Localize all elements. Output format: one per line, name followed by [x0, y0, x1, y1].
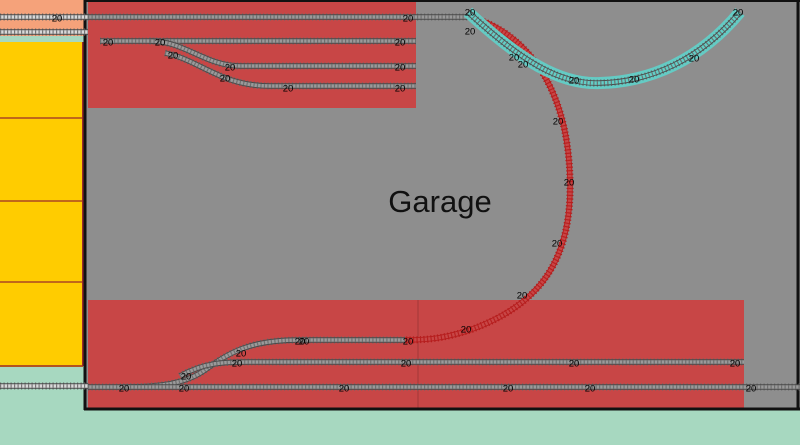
track-label: 20 — [283, 84, 294, 95]
track-label: 20 — [295, 337, 306, 348]
track-label: 20 — [181, 372, 192, 383]
table-bottom-right — [418, 300, 744, 408]
track-label: 20 — [179, 384, 190, 395]
track-label: 20 — [220, 74, 231, 85]
track-label: 20 — [569, 76, 580, 87]
track-label: 20 — [225, 63, 236, 74]
track-label: 20 — [103, 38, 114, 49]
yellow-blocks — [0, 42, 84, 367]
table-bottom-left — [88, 300, 418, 408]
track-label: 20 — [552, 239, 563, 250]
track-label: 20 — [629, 75, 640, 86]
track-label: 20 — [465, 27, 476, 38]
track-label: 20 — [730, 359, 741, 370]
track-label: 20 — [585, 384, 596, 395]
garage-walls — [83, 0, 800, 411]
track-label: 20 — [553, 117, 564, 128]
track-label: 20 — [746, 384, 757, 395]
track-turnout-arc — [463, 7, 745, 90]
track-label: 20 — [339, 384, 350, 395]
track-label: 20 — [518, 60, 529, 71]
track-label: 20 — [52, 14, 63, 25]
track-label: 20 — [465, 8, 476, 19]
track-top-siding-3 — [164, 49, 416, 90]
track-label: 20 — [395, 84, 406, 95]
track-label: 20 — [403, 14, 414, 25]
track-label: 20 — [403, 337, 414, 348]
track-label: 20 — [299, 337, 310, 348]
track-label: 20 — [155, 38, 166, 49]
track-label: 20 — [119, 384, 130, 395]
track-label: 20 — [569, 359, 580, 370]
track-label: 20 — [395, 38, 406, 49]
track-label: 20 — [503, 384, 514, 395]
track-top-siding-2 — [149, 37, 416, 70]
track-label: 20 — [509, 53, 520, 64]
track-label: 20 — [461, 325, 472, 336]
track-bottom-siding — [178, 358, 744, 380]
track-label: 20 — [236, 349, 247, 360]
track-label: 20 — [232, 359, 243, 370]
track-label: 20 — [564, 178, 575, 189]
track-label: 20 — [395, 63, 406, 74]
track-layer — [0, 7, 800, 391]
track-label: 20 — [733, 8, 744, 19]
track-label: 20 — [517, 291, 528, 302]
track-label: 20 — [168, 51, 179, 62]
track-label: 20 — [689, 54, 700, 65]
track-label: 20 — [401, 359, 412, 370]
garage-label: Garage — [388, 184, 491, 219]
